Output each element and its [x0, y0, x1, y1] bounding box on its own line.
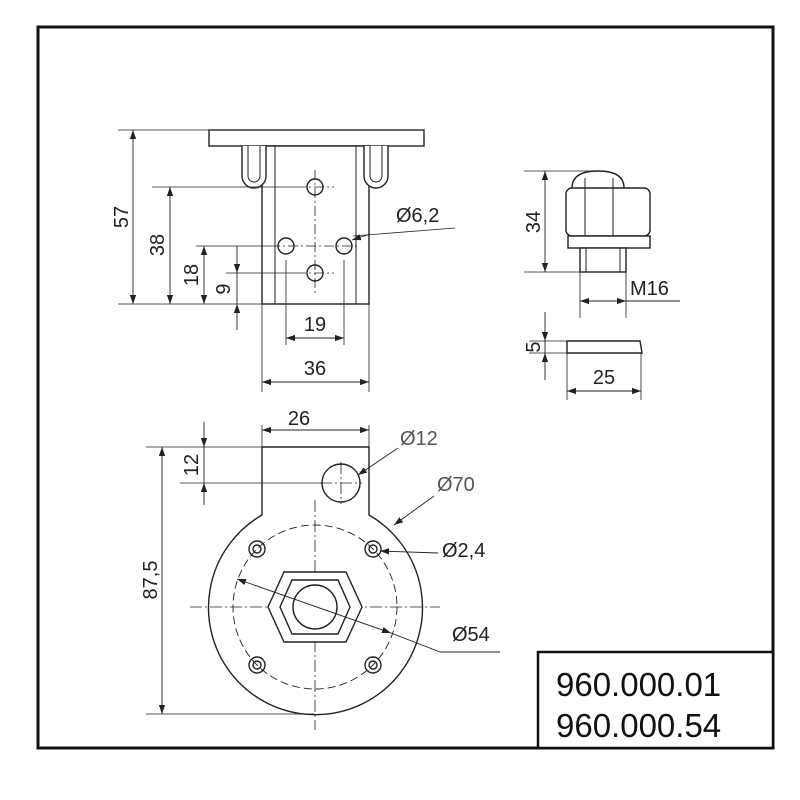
dim-57: 57 [111, 206, 133, 228]
cable-gland-view [524, 170, 680, 318]
dim-12: 12 [181, 454, 203, 476]
front-view [118, 129, 456, 392]
part-number-box [536, 650, 775, 750]
dim-bolt-circle-54: Ø54 [452, 624, 490, 646]
dim-38: 38 [147, 234, 169, 256]
part-number-2: 960.000.54 [556, 707, 721, 744]
screws [248, 540, 382, 674]
dim-5: 5 [523, 341, 545, 352]
dim-hole-6-2: Ø6,2 [396, 205, 439, 227]
bracket-body [261, 145, 370, 305]
gland-collar [567, 235, 651, 249]
dim-26: 26 [288, 408, 310, 430]
dim-34: 34 [523, 211, 545, 233]
nut-profile [566, 340, 643, 354]
dim-36: 36 [304, 358, 326, 380]
dim-18: 18 [181, 264, 203, 286]
top-plate [208, 129, 425, 147]
dim-outer-70: Ø70 [437, 474, 475, 496]
dim-screw-2-4: Ø2,4 [442, 540, 485, 562]
hex-nut-outer [267, 571, 363, 643]
drawing-frame [36, 25, 775, 750]
dim-m16: M16 [630, 278, 669, 300]
dim-hole-12: Ø12 [400, 428, 438, 450]
dim-87-5: 87,5 [140, 561, 162, 600]
gland-cap [565, 187, 651, 237]
screw-bottom-left [248, 656, 266, 674]
screw-bottom-right [364, 656, 382, 674]
part-number-1: 960.000.01 [556, 666, 721, 703]
bottom-view [146, 422, 500, 730]
dim-25: 25 [593, 367, 615, 389]
screw-top-left [248, 540, 266, 558]
dim-19: 19 [304, 314, 326, 336]
gland-thread [579, 247, 627, 273]
nut-view [529, 312, 643, 400]
dim-9: 9 [213, 283, 235, 294]
